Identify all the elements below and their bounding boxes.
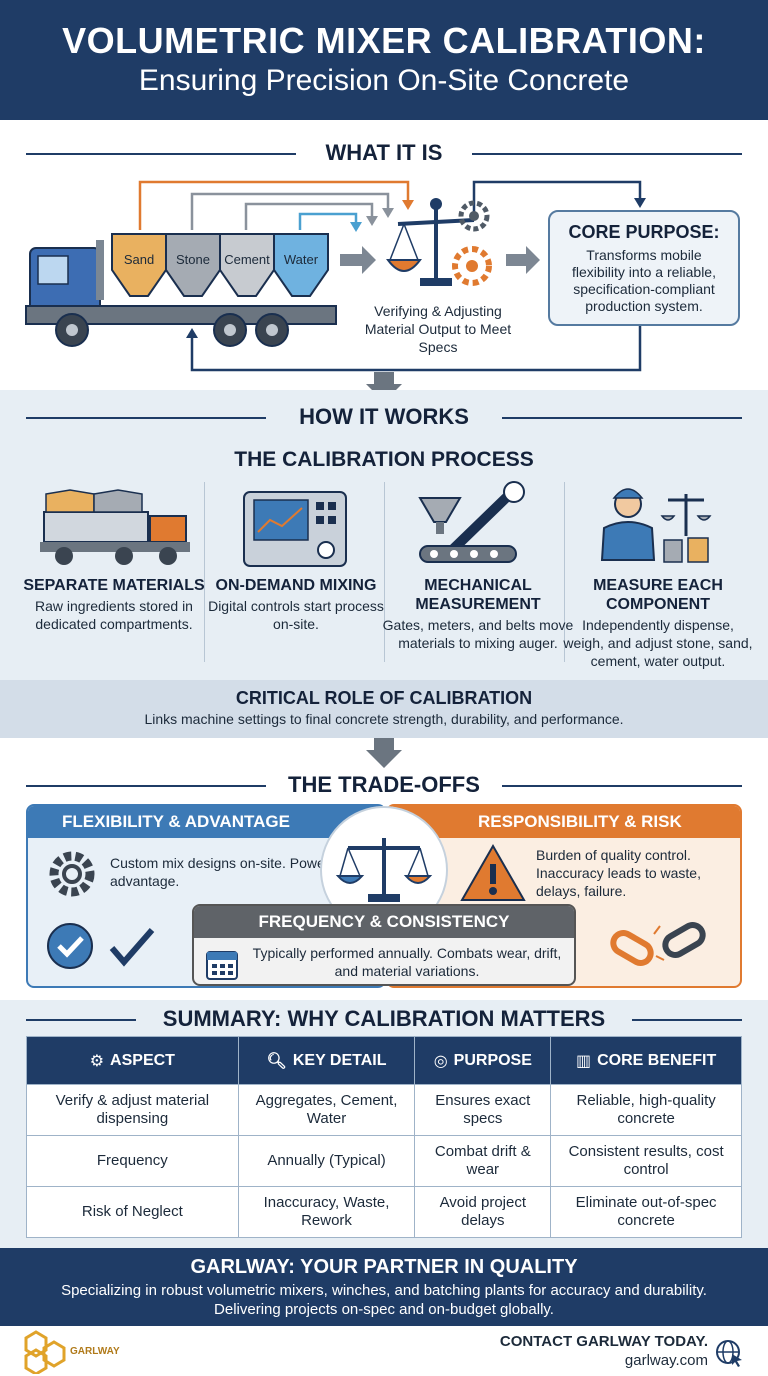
step-title: MECHANICAL MEASUREMENT bbox=[415, 577, 541, 613]
hopper-label-water: Water bbox=[283, 252, 319, 267]
table-cell: Aggregates, Cement, Water bbox=[237, 1084, 416, 1136]
contact-block: CONTACT GARLWAY TODAY. garlway.com bbox=[500, 1332, 708, 1370]
broken-chain-icon bbox=[610, 922, 706, 966]
summary-table: ⚙ASPECT 🔍︎KEY DETAIL ◎PURPOSE ▥CORE BENE… bbox=[26, 1036, 742, 1238]
header-banner: VOLUMETRIC MIXER CALIBRATION: Ensuring P… bbox=[0, 0, 768, 120]
frequency-text: Typically performed annually. Combats we… bbox=[252, 945, 562, 979]
header-core-benefit: ▥CORE BENEFIT bbox=[550, 1036, 742, 1085]
table-cell: Reliable, high-quality concrete bbox=[550, 1084, 742, 1136]
table-row: Frequency Annually (Typical) Combat drif… bbox=[26, 1135, 742, 1187]
how-it-works-title: HOW IT WORKS bbox=[285, 404, 483, 430]
building-icon: ▥ bbox=[575, 1052, 592, 1070]
core-purpose-box: CORE PURPOSE: Transforms mobile flexibil… bbox=[548, 210, 740, 326]
page-subtitle: Ensuring Precision On-Site Concrete bbox=[138, 64, 630, 97]
checkmark-icon bbox=[47, 923, 155, 969]
calendar-icon bbox=[206, 951, 238, 980]
warning-icon bbox=[460, 843, 526, 901]
verify-caption: Verifying & Adjusting Material Output to… bbox=[364, 303, 512, 355]
step-on-demand-mixing: ON-DEMAND MIXING Digital controls start … bbox=[200, 576, 392, 633]
what-it-is-section: WHAT IT IS bbox=[0, 120, 768, 390]
core-purpose-text: Transforms mobile flexibility into a rel… bbox=[572, 247, 716, 314]
table-cell: Avoid project delays bbox=[414, 1186, 552, 1238]
footer: GARLWAY CONTACT GARLWAY TODAY. garlway.c… bbox=[0, 1326, 768, 1376]
table-cell: Combat drift & wear bbox=[414, 1135, 552, 1187]
step-title: ON-DEMAND MIXING bbox=[215, 577, 377, 594]
flexibility-title: FLEXIBILITY & ADVANTAGE bbox=[28, 806, 384, 838]
calibration-process-title: THE CALIBRATION PROCESS bbox=[234, 448, 534, 471]
table-row: Risk of Neglect Inaccuracy, Waste, Rewor… bbox=[26, 1186, 742, 1238]
section-heading: WHAT IT IS bbox=[0, 140, 768, 166]
globe-icon bbox=[716, 1340, 742, 1367]
down-arrow-icon bbox=[366, 738, 402, 768]
page-title: VOLUMETRIC MIXER CALIBRATION: bbox=[62, 20, 706, 61]
what-it-is-title: WHAT IT IS bbox=[311, 140, 457, 166]
step-title: SEPARATE MATERIALS bbox=[23, 577, 205, 594]
process-icons bbox=[40, 481, 712, 567]
step-separate-materials: SEPARATE MATERIALS Raw ingredients store… bbox=[18, 576, 210, 633]
step-text: Gates, meters, and belts move materials … bbox=[382, 617, 574, 651]
header-purpose: ◎PURPOSE bbox=[414, 1036, 552, 1085]
header-key-detail: 🔍︎KEY DETAIL bbox=[237, 1036, 416, 1085]
flexibility-text: Custom mix designs on-site. Powerful adv… bbox=[110, 855, 345, 889]
table-cell: Annually (Typical) bbox=[237, 1135, 416, 1187]
table-row: Verify & adjust material dispensing Aggr… bbox=[26, 1084, 742, 1136]
step-mechanical-measurement: MECHANICAL MEASUREMENT Gates, meters, an… bbox=[382, 576, 574, 652]
balance-scale-icon bbox=[335, 838, 433, 902]
responsibility-text: Burden of quality control. Inaccuracy le… bbox=[536, 847, 701, 899]
garlway-logo-icon bbox=[24, 1330, 66, 1374]
step-title: MEASURE EACH COMPONENT bbox=[593, 577, 723, 613]
table-cell: Eliminate out-of-spec concrete bbox=[550, 1186, 742, 1238]
header-aspect: ⚙ASPECT bbox=[26, 1036, 239, 1085]
control-panel-icon bbox=[243, 491, 347, 567]
section-heading: HOW IT WORKS bbox=[0, 404, 768, 430]
step-measure-each-component: MEASURE EACH COMPONENT Independently dis… bbox=[562, 576, 754, 670]
table-cell: Consistent results, cost control bbox=[550, 1135, 742, 1187]
hopper-label-stone: Stone bbox=[176, 252, 210, 267]
partner-title: GARLWAY: YOUR PARTNER IN QUALITY bbox=[190, 1256, 578, 1278]
table-cell: Risk of Neglect bbox=[26, 1186, 239, 1238]
section-heading: SUMMARY: WHY CALIBRATION MATTERS bbox=[0, 1006, 768, 1032]
gear-icon: ⚙ bbox=[89, 1052, 105, 1070]
table-cell: Ensures exact specs bbox=[414, 1084, 552, 1136]
core-purpose-title: CORE PURPOSE: bbox=[568, 222, 720, 242]
step-text: Raw ingredients stored in dedicated comp… bbox=[35, 598, 193, 632]
truck-illustration bbox=[25, 180, 646, 390]
gear-icon bbox=[49, 851, 95, 897]
table-cell: Inaccuracy, Waste, Rework bbox=[237, 1186, 416, 1238]
critical-title: CRITICAL ROLE OF CALIBRATION bbox=[235, 688, 533, 708]
step-text: Digital controls start process on-site. bbox=[208, 598, 384, 632]
responsibility-title: RESPONSIBILITY & RISK bbox=[388, 806, 740, 838]
section-heading: THE TRADE-OFFS bbox=[0, 772, 768, 798]
tradeoffs-title: THE TRADE-OFFS bbox=[274, 772, 494, 798]
partner-text: Specializing in robust volumetric mixers… bbox=[61, 1282, 707, 1318]
magnifier-icon: 🔍︎ bbox=[266, 1052, 287, 1070]
table-cell: Frequency bbox=[26, 1135, 239, 1187]
hopper-label-sand: Sand bbox=[123, 252, 155, 267]
website-link[interactable]: garlway.com bbox=[624, 1352, 708, 1369]
logo-text: GARLWAY bbox=[70, 1346, 120, 1357]
critical-text: Links machine settings to final concrete… bbox=[144, 711, 624, 727]
tradeoffs-section: THE TRADE-OFFS FLEXIBILITY & ADVANTAGE C… bbox=[0, 738, 768, 1000]
hopper-label-cement: Cement bbox=[224, 252, 270, 267]
partner-banner: GARLWAY: YOUR PARTNER IN QUALITY Special… bbox=[0, 1248, 768, 1326]
contact-line: CONTACT GARLWAY TODAY. bbox=[499, 1333, 708, 1350]
target-icon: ◎ bbox=[433, 1052, 448, 1070]
step-text: Independently dispense, weigh, and adjus… bbox=[563, 617, 753, 669]
summary-section: SUMMARY: WHY CALIBRATION MATTERS ⚙ASPECT… bbox=[0, 1000, 768, 1248]
frequency-panel: FREQUENCY & CONSISTENCY Typically perfor… bbox=[192, 904, 576, 986]
conveyor-icon bbox=[418, 481, 525, 563]
critical-role-banner: CRITICAL ROLE OF CALIBRATION Links machi… bbox=[0, 680, 768, 738]
how-it-works-section: HOW IT WORKS THE CALIBRATION PROCESS bbox=[0, 390, 768, 680]
materials-truck-icon bbox=[40, 489, 190, 565]
summary-title: SUMMARY: WHY CALIBRATION MATTERS bbox=[148, 1006, 620, 1032]
table-cell: Verify & adjust material dispensing bbox=[26, 1084, 239, 1136]
frequency-title: FREQUENCY & CONSISTENCY bbox=[194, 906, 574, 938]
worker-scale-icon bbox=[600, 488, 712, 563]
